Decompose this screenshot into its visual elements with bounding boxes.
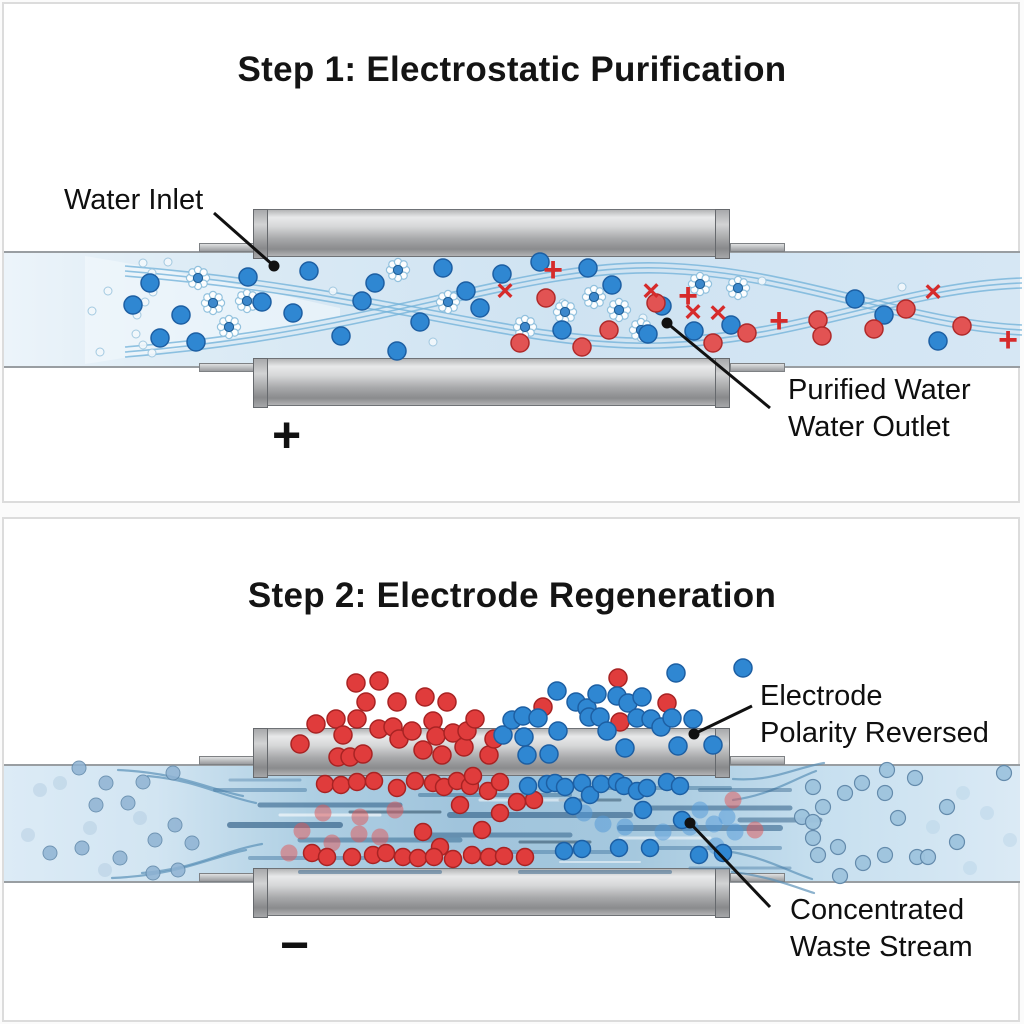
electrode-end-cap bbox=[253, 868, 268, 918]
step1-water-channel bbox=[4, 251, 1020, 368]
concentrated-waste-label: Concentrated Waste Stream bbox=[790, 892, 973, 966]
step2-top-electrode-left-mount bbox=[199, 756, 254, 765]
electrode-end-cap bbox=[253, 728, 268, 778]
electrode-end-cap bbox=[253, 358, 268, 408]
concentrated-waste-label-line2: Waste Stream bbox=[790, 931, 973, 963]
step2-title: Step 2: Electrode Regeneration bbox=[247, 576, 777, 615]
step1-bottom-electrode-left-mount bbox=[199, 363, 254, 372]
electrode-end-cap bbox=[253, 209, 268, 259]
purified-water-outlet-label-line1: Purified Water bbox=[788, 374, 971, 406]
electrode-end-cap bbox=[715, 209, 730, 259]
step2-bottom-electrode bbox=[253, 868, 730, 918]
step2-bottom-electrode-right-mount bbox=[730, 873, 785, 882]
step1-title: Step 1: Electrostatic Purification bbox=[237, 50, 787, 89]
electrode-end-cap bbox=[715, 868, 730, 918]
step1-bottom-electrode-right-mount bbox=[730, 363, 785, 372]
electrode-polarity-label-line2: Polarity Reversed bbox=[760, 717, 989, 749]
step2-polarity-minus-symbol: − bbox=[280, 917, 310, 973]
water-inlet-label: Water Inlet bbox=[64, 184, 204, 216]
step2-top-electrode bbox=[253, 728, 730, 778]
purified-water-outlet-label: Purified Water Water Outlet bbox=[788, 372, 971, 446]
step2-water-channel bbox=[4, 764, 1020, 883]
electrode-end-cap bbox=[715, 728, 730, 778]
step1-top-electrode-left-mount bbox=[199, 243, 254, 252]
electrode-polarity-label-line1: Electrode bbox=[760, 680, 883, 712]
step1-polarity-plus-symbol: + bbox=[272, 407, 302, 463]
step1-top-electrode bbox=[253, 209, 730, 259]
step1-top-electrode-right-mount bbox=[730, 243, 785, 252]
electrode-end-cap bbox=[715, 358, 730, 408]
step1-bottom-electrode bbox=[253, 358, 730, 408]
electrode-polarity-label: Electrode Polarity Reversed bbox=[760, 678, 989, 752]
concentrated-waste-label-line1: Concentrated bbox=[790, 894, 965, 926]
step2-top-electrode-right-mount bbox=[730, 756, 785, 765]
purified-water-outlet-label-line2: Water Outlet bbox=[788, 411, 950, 443]
step2-bottom-electrode-left-mount bbox=[199, 873, 254, 882]
